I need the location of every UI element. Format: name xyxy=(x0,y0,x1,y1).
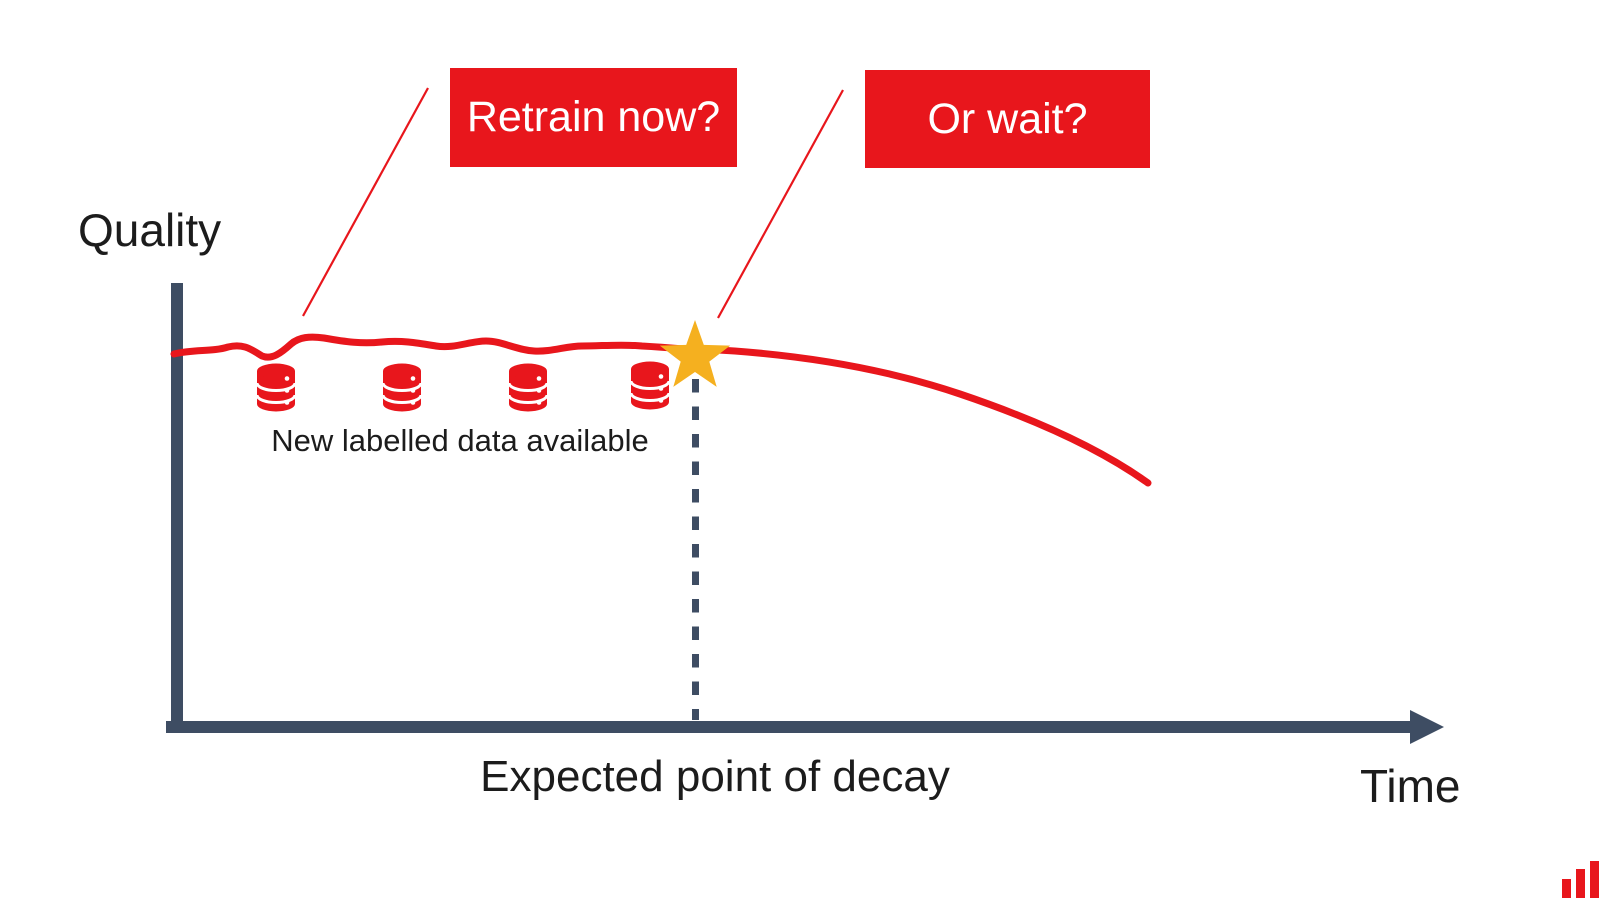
wait-callout: Or wait? xyxy=(865,70,1150,168)
database-icon xyxy=(381,362,423,413)
x-axis xyxy=(166,721,1412,733)
bar-chart-logo xyxy=(1562,861,1599,898)
new-data-caption: New labelled data available xyxy=(271,423,649,458)
quality-curve-flat xyxy=(170,333,688,361)
wait-callout-label: Or wait? xyxy=(927,94,1088,143)
star-icon xyxy=(659,320,731,387)
x-axis-arrow-icon xyxy=(1410,710,1444,744)
quality-curve-decay xyxy=(696,345,1152,487)
decay-point-caption: Expected point of decay xyxy=(480,752,950,801)
y-axis xyxy=(171,283,183,733)
retrain-pointer-line xyxy=(302,87,429,317)
x-axis-label: Time xyxy=(1360,760,1461,812)
retrain-callout-label: Retrain now? xyxy=(466,93,721,141)
database-icon xyxy=(629,360,671,411)
wait-pointer-line xyxy=(717,89,844,319)
database-icon xyxy=(255,362,297,413)
y-axis-label: Quality xyxy=(78,204,222,256)
retrain-callout: Retrain now? xyxy=(450,68,737,167)
database-icon xyxy=(507,362,549,413)
